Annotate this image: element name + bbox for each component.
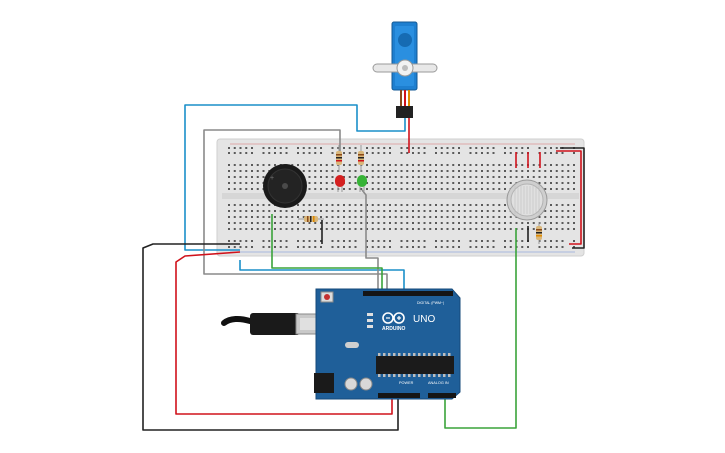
board-model: UNO: [413, 314, 435, 325]
resistor-sensor[interactable]: [536, 222, 542, 244]
wire-red-power[interactable]: [175, 251, 393, 415]
power-header[interactable]: [378, 393, 420, 398]
gas-sensor[interactable]: [506, 179, 548, 221]
arduino-logo-icon: [382, 312, 405, 324]
analog-header[interactable]: [428, 393, 456, 398]
wire-black-rail[interactable]: [560, 147, 585, 249]
crystal: [345, 342, 359, 348]
arduino-uno-board[interactable]: ARDUINO UNO DIGITAL (PWM~) POWER ANALOG …: [314, 288, 461, 400]
servo-motor[interactable]: [372, 21, 438, 118]
power-label: POWER: [399, 381, 414, 385]
wire-red-rail[interactable]: [556, 150, 582, 245]
capacitor-1: [344, 377, 358, 391]
digital-header[interactable]: [363, 291, 453, 296]
resistor-buzzer[interactable]: [298, 216, 324, 222]
gas-sensor-mesh: [514, 186, 540, 214]
wire-gray-green-led[interactable]: [361, 189, 379, 291]
wire-green-buzzer[interactable]: [271, 214, 383, 291]
capacitor-2: [359, 377, 373, 391]
wire-black-ground[interactable]: [142, 243, 399, 431]
resistor-red-led[interactable]: [336, 145, 342, 172]
wires: [142, 104, 585, 431]
reset-button[interactable]: [324, 294, 330, 300]
analog-label: ANALOG IN: [428, 381, 449, 385]
atmega-chip: [376, 356, 454, 374]
usb-cable[interactable]: [221, 313, 321, 335]
svg-text:+: +: [270, 175, 274, 182]
wire-gray-led[interactable]: [203, 129, 388, 291]
led-red[interactable]: [335, 175, 345, 192]
resistor-green-led[interactable]: [358, 145, 364, 172]
wire-blue-arduino[interactable]: [239, 260, 405, 291]
led-green[interactable]: [357, 175, 367, 192]
digital-label: DIGITAL (PWM~): [417, 301, 444, 305]
power-jack[interactable]: [314, 373, 334, 393]
board-brand: ARDUINO: [382, 326, 405, 332]
wire-green-sensor[interactable]: [444, 228, 517, 429]
chip-pins: [378, 353, 451, 377]
wire-blue-servo[interactable]: [184, 104, 406, 251]
piezo-buzzer[interactable]: +: [263, 164, 307, 208]
